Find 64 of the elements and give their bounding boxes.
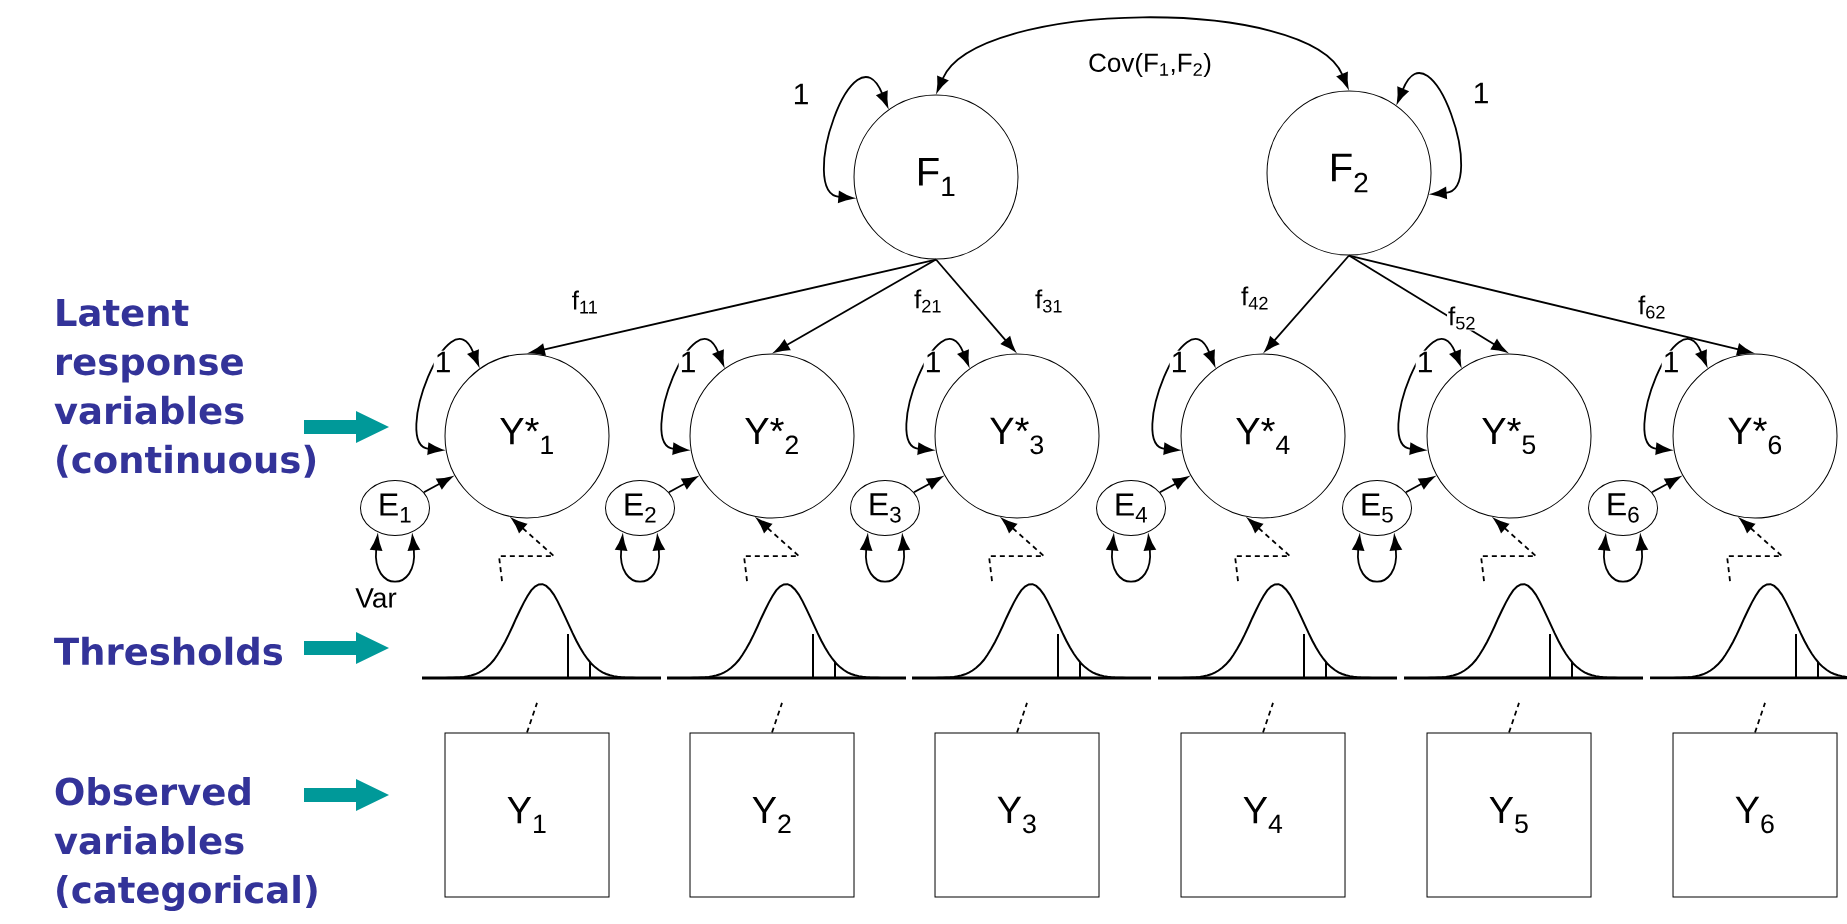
arrow <box>615 535 665 583</box>
arrow <box>1352 535 1402 583</box>
arrow <box>1348 254 1753 356</box>
arrow <box>1348 254 1507 353</box>
normal-curve-drawing <box>667 583 906 680</box>
arrow <box>743 518 802 582</box>
row-label: Thresholds <box>54 636 283 666</box>
row-label: Latent response variables (continuous) <box>54 298 316 478</box>
edge-label: f$_{42}$ <box>1240 285 1270 311</box>
arrow <box>498 518 557 582</box>
arrow <box>1234 518 1293 582</box>
observed-variable-box: Y$_{4}$ <box>1180 732 1346 898</box>
arrow <box>1151 338 1216 455</box>
edge-label: 1 <box>1169 350 1189 374</box>
arrow <box>936 16 1349 92</box>
edge-label: f$_{31}$ <box>1034 288 1064 314</box>
observed-variable-box: Y$_{5}$ <box>1426 732 1592 898</box>
normal-curve-drawing <box>912 583 1151 680</box>
edge-label: 1 <box>923 350 943 374</box>
arrow <box>415 338 480 455</box>
arrow <box>860 535 910 583</box>
arrow <box>1264 254 1350 352</box>
observed-variable-box: Y$_{2}$ <box>689 732 855 898</box>
edge-label: 1 <box>678 350 698 374</box>
arrow <box>913 476 943 494</box>
arrow <box>1396 72 1463 199</box>
normal-curve-drawing <box>1650 583 1847 680</box>
arrow <box>822 76 889 203</box>
arrow <box>988 518 1047 582</box>
edge-label: 1 <box>1471 81 1491 105</box>
arrow <box>1643 338 1708 455</box>
arrow <box>668 476 698 494</box>
edge-label: 1 <box>1661 350 1681 374</box>
arrow <box>1397 338 1462 455</box>
observed-variable-box: Y$_{3}$ <box>934 732 1100 898</box>
edge-label: 1 <box>791 82 811 106</box>
edge-label: 1 <box>1415 350 1435 374</box>
edge-label: Cov(F$_{1}$,F$_{2}$) <box>1087 51 1213 79</box>
arrow <box>935 258 1016 352</box>
row-label: Observed variables (categorical) <box>54 776 317 911</box>
arrow <box>1598 535 1648 583</box>
observed-variable-box: Y$_{6}$ <box>1672 732 1838 898</box>
normal-curve-drawing <box>422 583 661 680</box>
arrow <box>370 535 420 583</box>
arrow <box>1159 476 1189 494</box>
edge-label: f$_{11}$ <box>570 289 600 315</box>
arrow <box>1106 535 1156 583</box>
normal-curve-drawing <box>1404 583 1643 680</box>
arrow <box>1726 518 1785 582</box>
edge-label: f$_{21}$ <box>913 288 943 314</box>
arrow <box>423 476 453 494</box>
variance-label: Var <box>355 588 397 608</box>
arrow <box>774 258 937 353</box>
arrow <box>1480 518 1539 582</box>
arrow <box>905 338 970 455</box>
edge-label: f$_{62}$ <box>1637 294 1667 320</box>
arrow <box>1651 476 1681 494</box>
arrow <box>660 338 725 455</box>
arrow <box>1405 476 1435 494</box>
observed-variable-box: Y$_{1}$ <box>444 732 610 898</box>
arrow <box>529 258 937 356</box>
normal-curve-drawing <box>1158 583 1397 680</box>
edge-label: f$_{52}$ <box>1447 305 1477 331</box>
edge-label: 1 <box>433 350 453 374</box>
